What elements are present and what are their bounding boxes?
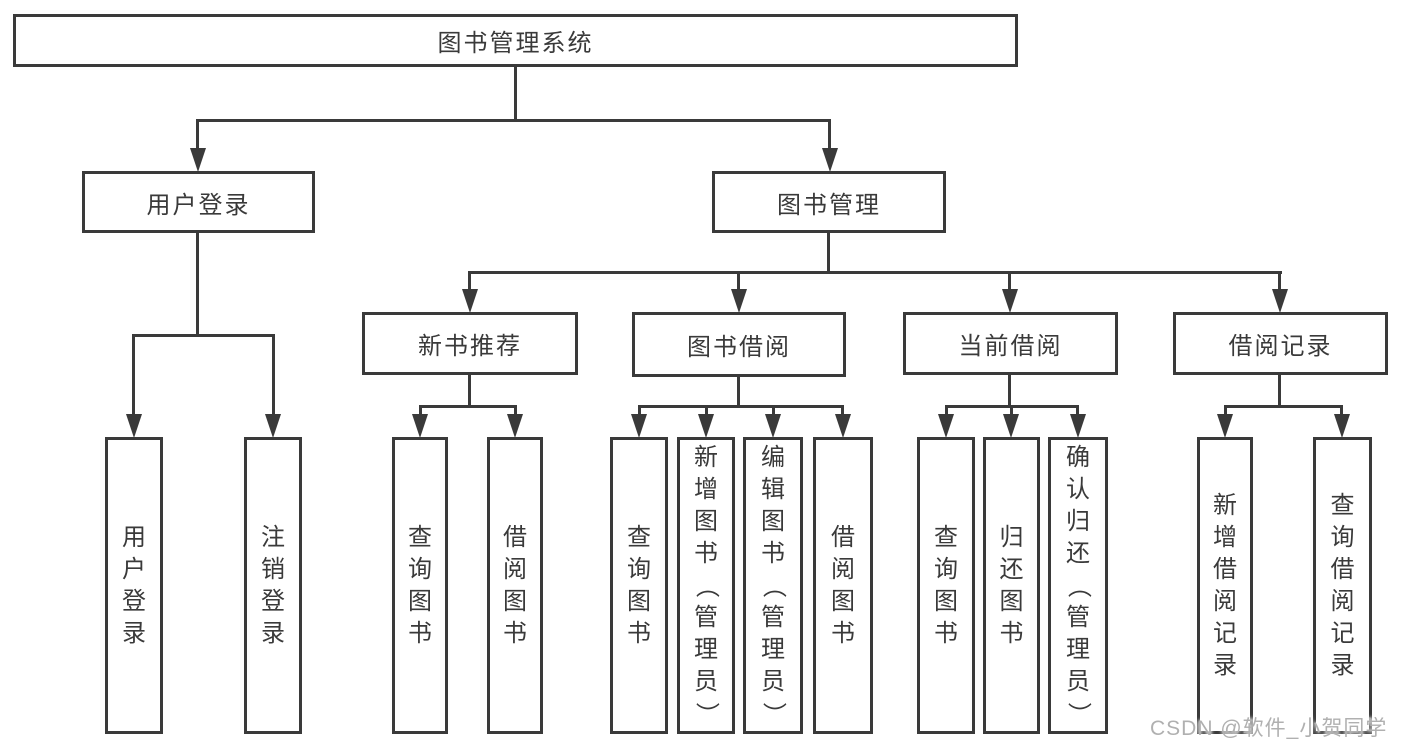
connector-line — [737, 271, 740, 292]
node-book-management-label: 图书管理 — [777, 191, 881, 219]
connector-line — [468, 271, 471, 292]
node-user-login-label: 用户登录 — [146, 191, 251, 219]
connector-line — [828, 119, 831, 150]
leaf-edit-book-admin-label: 编辑图书（管理员） — [760, 443, 787, 726]
connector-line — [705, 405, 708, 416]
connector-line — [1340, 405, 1343, 416]
leaf-confirm-return-admin-label: 确认归还（管理员） — [1065, 443, 1092, 726]
leaf-logout-label: 注销登录 — [261, 523, 285, 647]
connector-line — [196, 231, 199, 336]
node-current-borrow: 当前借阅 — [903, 312, 1118, 375]
leaf-confirm-return-admin: 确认归还（管理员） — [1048, 437, 1108, 734]
connector-line — [841, 405, 844, 416]
arrow-down-icon — [1070, 414, 1086, 438]
node-borrow-records-label: 借阅记录 — [1228, 333, 1333, 360]
arrow-down-icon — [698, 414, 714, 438]
leaf-add-borrow-record: 新增借阅记录 — [1197, 437, 1253, 734]
arrow-down-icon — [462, 289, 478, 313]
leaf-query-borrow-record-label: 查询借阅记录 — [1330, 491, 1355, 679]
leaf-query-books-recommend: 查询图书 — [392, 437, 448, 734]
node-root: 图书管理系统 — [13, 14, 1018, 67]
connector-line — [1224, 405, 1227, 416]
leaf-borrow-book-recommend: 借阅图书 — [487, 437, 543, 734]
node-root-label: 图书管理系统 — [437, 30, 594, 57]
connector-line — [196, 119, 199, 150]
node-current-borrow-label: 当前借阅 — [958, 333, 1063, 360]
leaf-add-borrow-record-label: 新增借阅记录 — [1213, 491, 1237, 679]
node-book-management: 图书管理 — [712, 171, 946, 233]
connector-line — [827, 231, 830, 274]
leaf-borrow-book-label: 借阅图书 — [831, 523, 855, 647]
connector-line — [1278, 374, 1281, 408]
connector-line — [638, 405, 641, 416]
connector-line — [132, 334, 275, 337]
leaf-user-login: 用户登录 — [105, 437, 163, 734]
leaf-borrow-book-recommend-label: 借阅图书 — [503, 523, 527, 647]
node-borrow-records: 借阅记录 — [1173, 312, 1388, 375]
arrow-down-icon — [1217, 414, 1233, 438]
leaf-return-book: 归还图书 — [983, 437, 1040, 734]
arrow-down-icon — [765, 414, 781, 438]
leaf-query-books-current-label: 查询图书 — [934, 523, 958, 647]
arrow-down-icon — [1002, 289, 1018, 313]
leaf-query-borrow-record: 查询借阅记录 — [1313, 437, 1372, 734]
connector-line — [1278, 271, 1281, 292]
connector-line — [1008, 271, 1011, 292]
node-user-login: 用户登录 — [82, 171, 315, 233]
arrow-down-icon — [190, 148, 206, 172]
node-book-borrow: 图书借阅 — [632, 312, 846, 377]
arrow-down-icon — [1272, 289, 1288, 313]
node-book-borrow-label: 图书借阅 — [687, 334, 791, 361]
connector-line — [1224, 405, 1343, 408]
arrow-down-icon — [1003, 414, 1019, 438]
connector-line — [945, 405, 948, 416]
arrow-down-icon — [265, 414, 281, 438]
arrow-down-icon — [507, 414, 523, 438]
connector-line — [468, 374, 471, 408]
arrow-down-icon — [835, 414, 851, 438]
leaf-user-login-label: 用户登录 — [122, 523, 146, 647]
leaf-add-book-admin: 新增图书（管理员） — [677, 437, 735, 734]
node-new-book-recommend-label: 新书推荐 — [418, 333, 522, 360]
connector-line — [132, 334, 135, 416]
connector-line — [772, 405, 775, 416]
connector-line — [419, 405, 422, 416]
connector-line — [1008, 374, 1011, 408]
connector-line — [468, 271, 1282, 274]
arrow-down-icon — [822, 148, 838, 172]
leaf-query-books-borrow-label: 查询图书 — [627, 523, 651, 647]
leaf-add-book-admin-label: 新增图书（管理员） — [693, 443, 720, 726]
leaf-return-book-label: 归还图书 — [999, 523, 1024, 647]
arrow-down-icon — [412, 414, 428, 438]
leaf-query-books-current: 查询图书 — [917, 437, 975, 734]
connector-line — [419, 405, 517, 408]
arrow-down-icon — [938, 414, 954, 438]
node-new-book-recommend: 新书推荐 — [362, 312, 578, 375]
connector-line — [196, 119, 831, 122]
connector-line — [514, 405, 517, 416]
arrow-down-icon — [126, 414, 142, 438]
csdn-watermark: CSDN @软件_小贺同学 — [1150, 717, 1388, 740]
connector-line — [514, 66, 517, 122]
arrow-down-icon — [731, 289, 747, 313]
connector-line — [737, 376, 740, 408]
connector-line — [272, 334, 275, 416]
leaf-logout: 注销登录 — [244, 437, 302, 734]
leaf-query-books-recommend-label: 查询图书 — [408, 523, 432, 647]
leaf-borrow-book: 借阅图书 — [813, 437, 873, 734]
connector-line — [1010, 405, 1013, 416]
leaf-query-books-borrow: 查询图书 — [610, 437, 668, 734]
connector-line — [1076, 405, 1079, 416]
leaf-edit-book-admin: 编辑图书（管理员） — [743, 437, 803, 734]
arrow-down-icon — [631, 414, 647, 438]
arrow-down-icon — [1334, 414, 1350, 438]
connector-line — [638, 405, 844, 408]
